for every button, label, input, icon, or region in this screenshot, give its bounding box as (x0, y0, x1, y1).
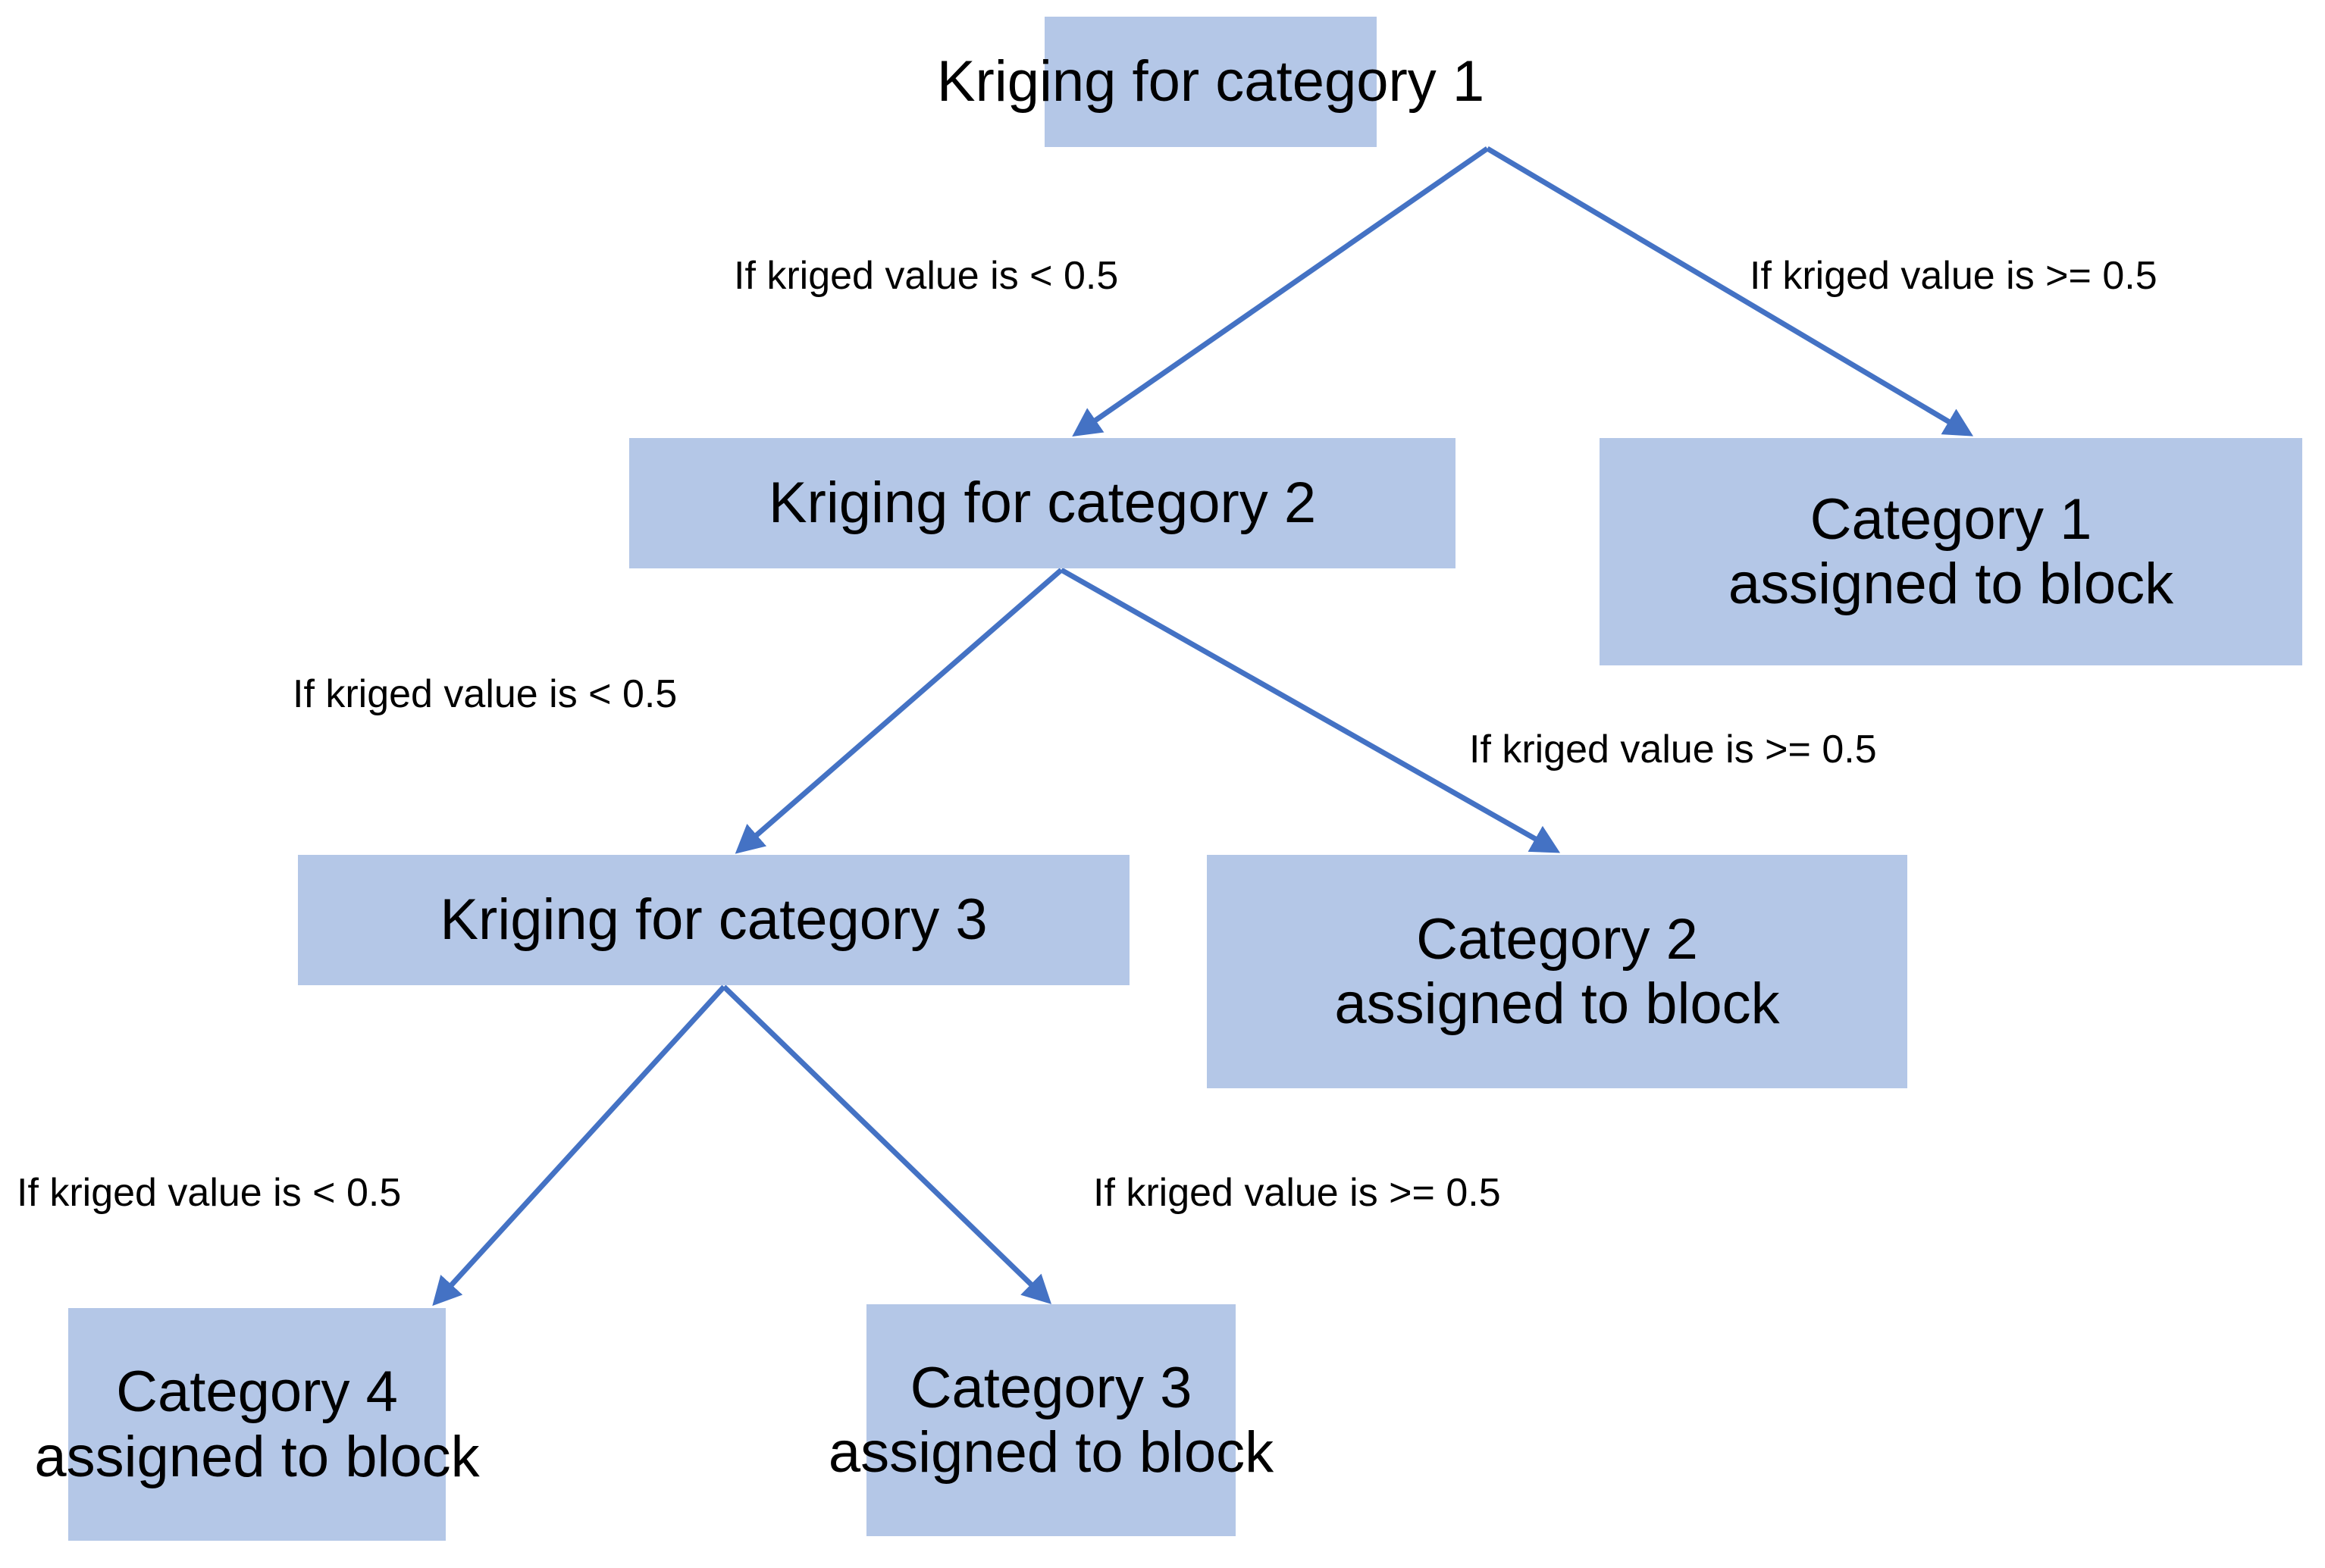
node-category-4-assigned[interactable]: Category 4 assigned to block (34, 1308, 480, 1541)
edge-k3-to-c4 (432, 984, 726, 1307)
edge-k1-to-k2 (1072, 146, 1489, 437)
node-label: Kriging for category 3 (440, 887, 988, 953)
node-category-2-assigned[interactable]: Category 2 assigned to block (1207, 855, 1907, 1088)
edge-k2-to-c2 (1060, 567, 1561, 853)
edge-k2-to-k3 (735, 568, 1064, 854)
node-label-line-1: Category 2 (1416, 906, 1698, 972)
node-label-line-2: assigned to block (828, 1420, 1274, 1485)
edge-label-level1-left: If kriged value is < 0.5 (734, 254, 1119, 298)
edge-label-level2-right: If kriged value is >= 0.5 (1469, 728, 1877, 771)
node-label: Kriging for category 1 (936, 49, 1485, 114)
node-kriging-category-3[interactable]: Kriging for category 3 (298, 855, 1130, 985)
node-label-line-2: assigned to block (1728, 552, 2174, 616)
edge-k3-to-c3 (722, 984, 1052, 1304)
node-kriging-category-2[interactable]: Kriging for category 2 (629, 438, 1455, 568)
node-category-1-assigned[interactable]: Category 1 assigned to block (1600, 438, 2302, 665)
edge-label-level3-right: If kriged value is >= 0.5 (1093, 1171, 1501, 1215)
edge-label-level3-left: If kriged value is < 0.5 (17, 1171, 402, 1215)
node-category-3-assigned[interactable]: Category 3 assigned to block (829, 1304, 1274, 1536)
node-label-line-1: Category 1 (1810, 487, 2092, 552)
edge-label-level2-left: If kriged value is < 0.5 (293, 672, 678, 716)
node-label-line-2: assigned to block (34, 1424, 480, 1489)
node-label-line-1: Category 3 (910, 1355, 1192, 1420)
edge-label-level1-right: If kriged value is >= 0.5 (1750, 254, 2157, 298)
node-label: Kriging for category 2 (768, 471, 1317, 536)
node-label-line-1: Category 4 (116, 1360, 398, 1425)
node-label-line-2: assigned to block (1334, 972, 1780, 1036)
node-kriging-category-1[interactable]: Kriging for category 1 (937, 17, 1484, 147)
